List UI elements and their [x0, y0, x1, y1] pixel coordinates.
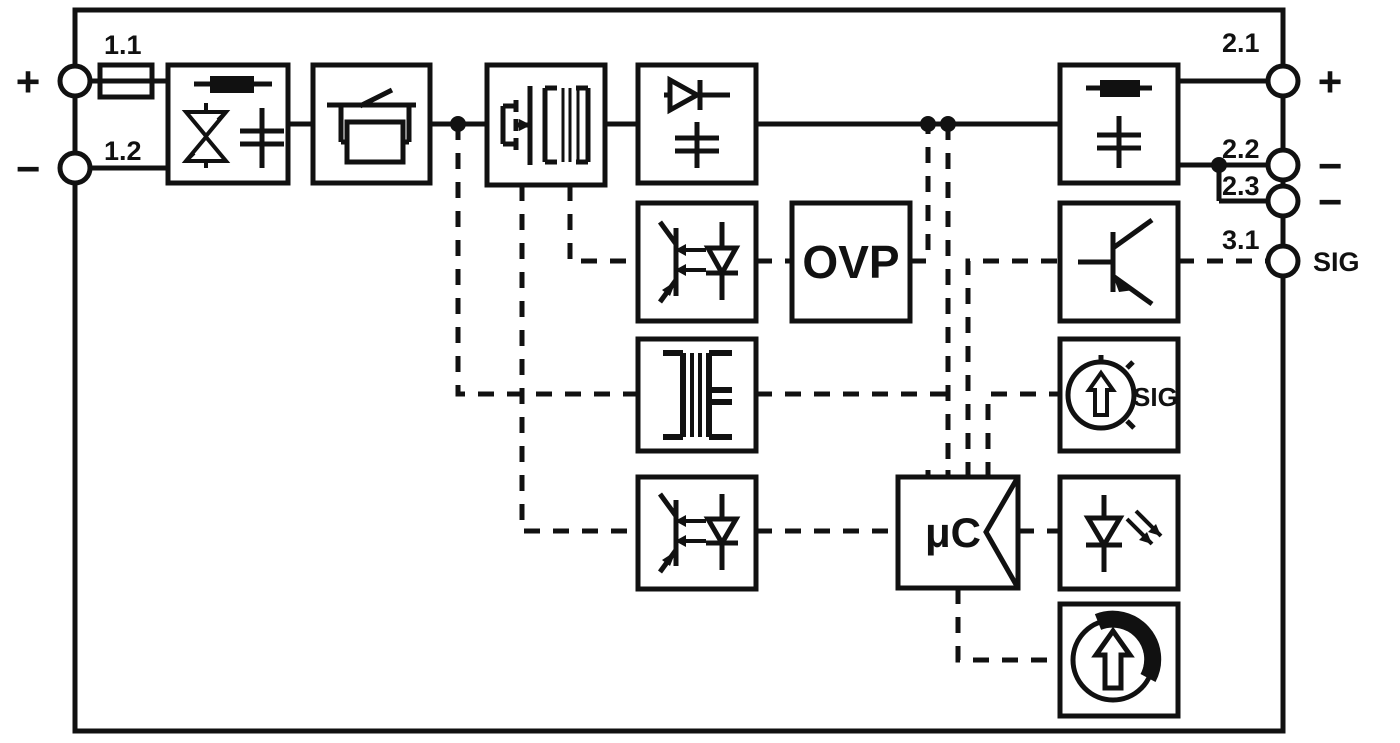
- sig-meter-label: SIG: [1133, 382, 1178, 412]
- polarity-sign-1-1: +: [16, 58, 41, 105]
- transformer-symbol: [542, 85, 591, 165]
- input-protection-block: [165, 62, 291, 186]
- polarity-sign-1-2: −: [16, 145, 41, 192]
- signal-primary-to-aux-transformer: [455, 124, 638, 397]
- polarity-sign-2-1: +: [1318, 58, 1343, 105]
- terminal-number-3-1: 3.1: [1222, 225, 1260, 255]
- terminal-number-2-2: 2.2: [1222, 134, 1260, 164]
- inrush-relay-block: [310, 62, 433, 186]
- capacitor-symbol: [1097, 116, 1141, 168]
- inductor-symbol: [194, 76, 272, 93]
- junction-dot-negative: [1211, 157, 1227, 173]
- relay-symbol: [327, 87, 416, 165]
- capacitor-symbol: [675, 122, 719, 168]
- terminal-circles: [57, 63, 1301, 279]
- optocoupler-symbol: [657, 220, 741, 304]
- terminal-circle-1-1: [57, 63, 93, 99]
- inductor-symbol: [1086, 80, 1152, 97]
- polarity-sign-2-3: −: [1318, 178, 1343, 225]
- signal-optocoupler-bottom-to-switch: [519, 185, 638, 534]
- signal-uc-to-sig-transistor: [965, 258, 1060, 478]
- output-rectifier-block: [635, 62, 759, 186]
- auxiliary-transformer-block: [635, 336, 759, 454]
- signal-path-lines: [455, 124, 1283, 663]
- capacitor-symbol: [240, 108, 284, 168]
- terminal-circle-2-1: [1265, 63, 1301, 99]
- terminal-number-2-1: 2.1: [1222, 28, 1260, 58]
- signal-uc-to-adjust-pot: [955, 588, 1060, 663]
- signal-meter-block: SIG: [1057, 336, 1181, 454]
- chevron-notch-icon: [983, 475, 1021, 590]
- polarity-sign-2-2: −: [1318, 142, 1343, 189]
- signal-uc-to-sig-meter: [985, 391, 1060, 478]
- signal-ovp-to-output: [910, 124, 931, 264]
- input-fuse: [97, 62, 155, 100]
- status-led-block: [1057, 474, 1181, 592]
- terminal-number-2-3: 2.3: [1222, 171, 1260, 201]
- terminal-circle-2-2: [1265, 147, 1301, 183]
- meter-symbol: [1065, 355, 1137, 431]
- microcontroller-block: μC: [895, 470, 1021, 595]
- signal-transistor-block: [1057, 200, 1181, 324]
- output-filter-block: [1057, 62, 1181, 186]
- terminal-number-1-1: 1.1: [104, 30, 142, 60]
- terminal-circle-1-2: [57, 150, 93, 186]
- led-symbol: [1083, 495, 1163, 572]
- tvs-diode-symbol: [181, 103, 231, 168]
- transformer-symbol: [663, 350, 732, 440]
- terminal-circle-3-1: [1265, 243, 1301, 279]
- output-adjust-block: [1057, 601, 1181, 719]
- mosfet-symbol: [500, 86, 533, 165]
- polarity-sign-3-1: SIG: [1313, 247, 1360, 277]
- rotary-adjust-symbol: [1070, 610, 1162, 703]
- ovp-block: OVP: [789, 200, 913, 324]
- optocoupler-feedback-block: [635, 200, 759, 324]
- microcontroller-label: μC: [925, 509, 981, 556]
- terminal-number-1-2: 1.2: [104, 136, 142, 166]
- ovp-label: OVP: [802, 236, 899, 288]
- diode-symbol: [664, 75, 730, 115]
- outer-frame: [72, 7, 1286, 734]
- signal-optocoupler-top-to-switch: [567, 185, 638, 264]
- optocoupler-control-block: [635, 474, 759, 592]
- switching-stage-block: [484, 62, 608, 192]
- npn-transistor-symbol: [1078, 217, 1154, 307]
- terminal-circle-2-3: [1265, 183, 1301, 219]
- optocoupler-symbol: [657, 492, 741, 574]
